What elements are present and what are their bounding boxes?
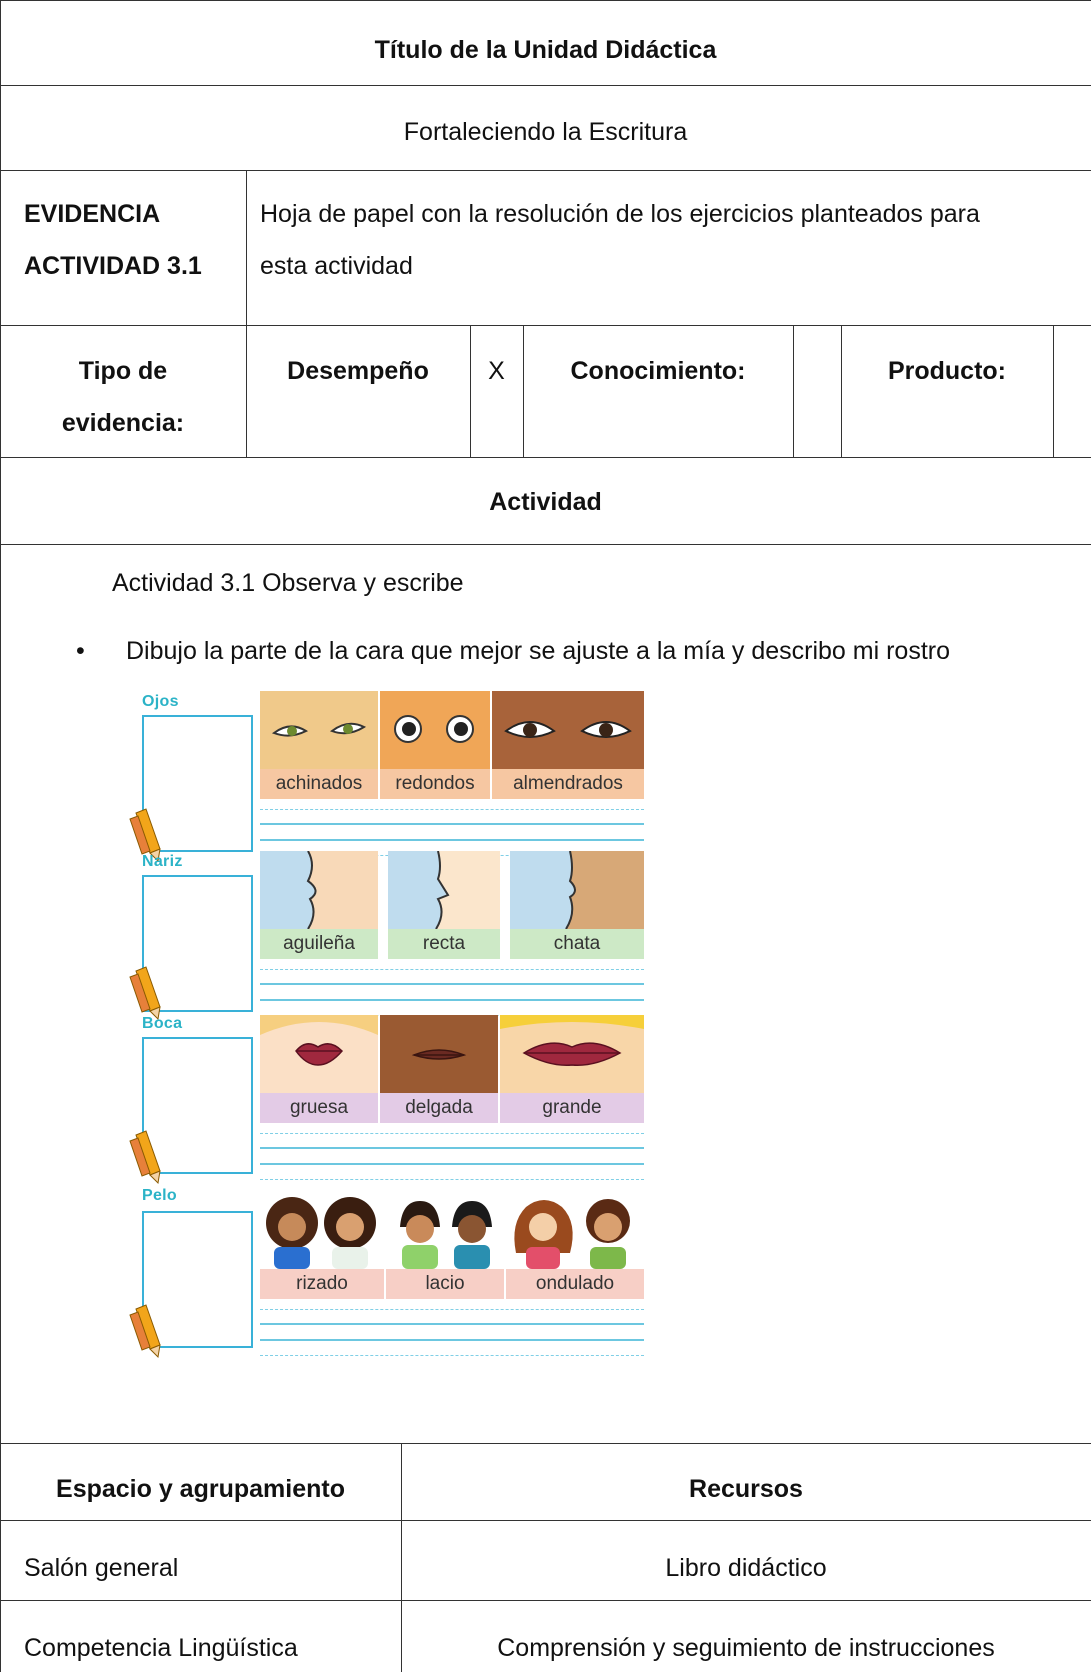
option-label-aguilena: aguileña [260, 929, 378, 959]
bullet-dot: • [76, 637, 85, 665]
drawing-box-boca [142, 1037, 253, 1174]
writing-line [260, 969, 644, 970]
option-label-chata: chata [510, 929, 644, 959]
evidence-label-line2: ACTIVIDAD 3.1 [24, 252, 202, 280]
option-image-achinados [260, 691, 378, 769]
section-title-pelo: Pelo [142, 1187, 177, 1204]
option-image-rizado [260, 1193, 384, 1269]
option-label-recta: recta [388, 929, 500, 959]
pencil-icon [129, 1304, 161, 1359]
option-label-redondos: redondos [380, 769, 490, 799]
writing-line [260, 999, 644, 1001]
writing-line [260, 1163, 644, 1165]
writing-line [260, 809, 644, 810]
option-image-chata [510, 851, 644, 929]
option-image-lacio [386, 1193, 504, 1269]
option-label-grande: grande [500, 1093, 644, 1123]
option-label-almendrados: almendrados [492, 769, 644, 799]
space-value: Salón general [24, 1554, 179, 1582]
writing-line [260, 823, 644, 825]
option-label-rizado: rizado [260, 1269, 384, 1299]
option-label-achinados: achinados [260, 769, 378, 799]
writing-line [260, 1147, 644, 1149]
option-image-ondulado [506, 1193, 644, 1269]
option-image-redondos [380, 691, 490, 769]
section-title-nariz: Nariz [142, 853, 183, 870]
activity-heading: Actividad [489, 488, 602, 516]
section-title-ojos: Ojos [142, 693, 179, 710]
evidence-type-label-line2: evidencia: [61, 409, 185, 437]
drawing-box-ojos [142, 715, 253, 852]
desempeno-label: Desempeño [287, 357, 429, 385]
option-image-grande [500, 1015, 644, 1093]
writing-line [260, 839, 644, 841]
writing-line [260, 983, 644, 985]
activity-instruction: Dibujo la parte de la cara que mejor se … [126, 637, 950, 665]
option-image-delgada [380, 1015, 498, 1093]
writing-line [260, 1355, 644, 1356]
option-image-almendrados [492, 691, 644, 769]
conocimiento-label: Conocimiento: [570, 357, 746, 385]
resources-value: Libro didáctico [665, 1554, 827, 1582]
evidence-type-label-line1: Tipo de [78, 357, 168, 385]
writing-line [260, 1133, 644, 1134]
evidence-label-line1: EVIDENCIA [24, 200, 161, 228]
option-image-aguilena [260, 851, 378, 929]
competence-label: Competencia Lingüística [24, 1634, 298, 1662]
drawing-box-pelo [142, 1211, 253, 1348]
option-label-lacio: lacio [386, 1269, 504, 1299]
face-features-worksheet: Ojos achinados redondos almendrados [110, 683, 646, 1373]
option-image-recta [388, 851, 500, 929]
resources-heading: Recursos [689, 1475, 803, 1503]
activity-title: Actividad 3.1 Observa y escribe [112, 569, 464, 597]
section-title-boca: Boca [142, 1015, 183, 1032]
drawing-box-nariz [142, 875, 253, 1012]
pencil-icon [129, 1130, 161, 1185]
option-label-gruesa: gruesa [260, 1093, 378, 1123]
pencil-icon [129, 808, 161, 863]
evidence-description-line2: esta actividad [260, 252, 413, 280]
option-label-ondulado: ondulado [506, 1269, 644, 1299]
pencil-icon [129, 966, 161, 1021]
producto-label: Producto: [887, 357, 1007, 385]
unit-title-heading: Título de la Unidad Didáctica [374, 36, 717, 64]
option-label-delgada: delgada [380, 1093, 498, 1123]
writing-line [260, 1339, 644, 1341]
space-grouping-heading: Espacio y agrupamiento [56, 1475, 345, 1503]
writing-line [260, 1309, 644, 1310]
desempeno-mark: X [488, 357, 505, 385]
writing-line [260, 1323, 644, 1325]
writing-line [260, 1179, 644, 1180]
unit-name: Fortaleciendo la Escritura [403, 118, 688, 146]
option-image-gruesa [260, 1015, 378, 1093]
competence-description: Comprensión y seguimiento de instruccion… [497, 1634, 995, 1662]
evidence-description-line1: Hoja de papel con la resolución de los e… [260, 200, 980, 228]
